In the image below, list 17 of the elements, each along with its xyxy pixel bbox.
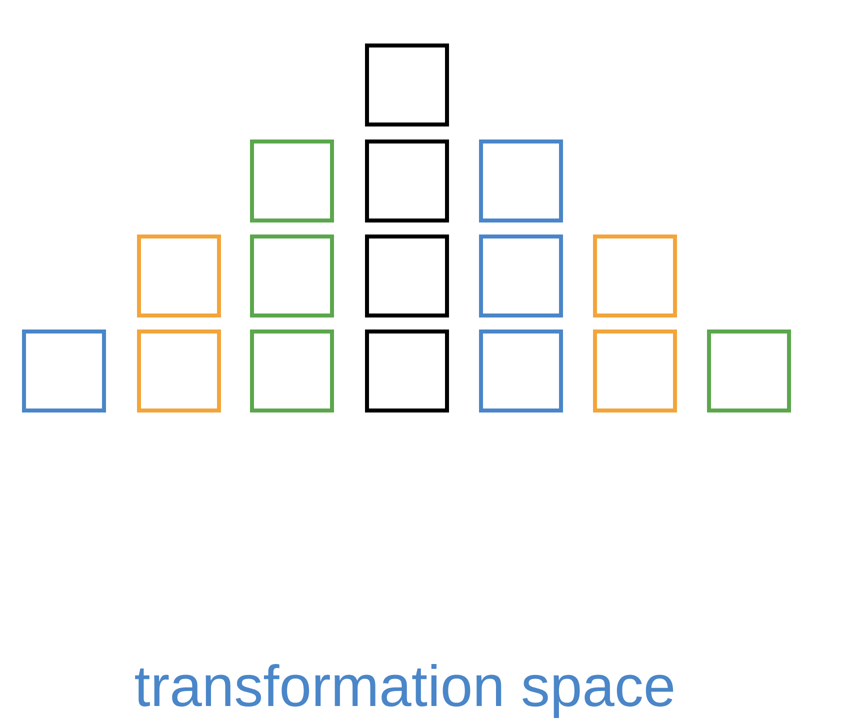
square [365,44,449,126]
square [593,234,677,318]
square [365,140,449,222]
square [479,140,563,222]
square [250,140,334,222]
square [707,330,791,412]
square [22,330,106,412]
square [250,330,334,412]
square [479,234,563,318]
square [593,330,677,412]
caption-text: transformation space [135,664,674,718]
square [365,330,449,412]
square [137,234,221,318]
square [250,234,334,318]
square [137,330,221,412]
square [479,330,563,412]
square [365,234,449,318]
